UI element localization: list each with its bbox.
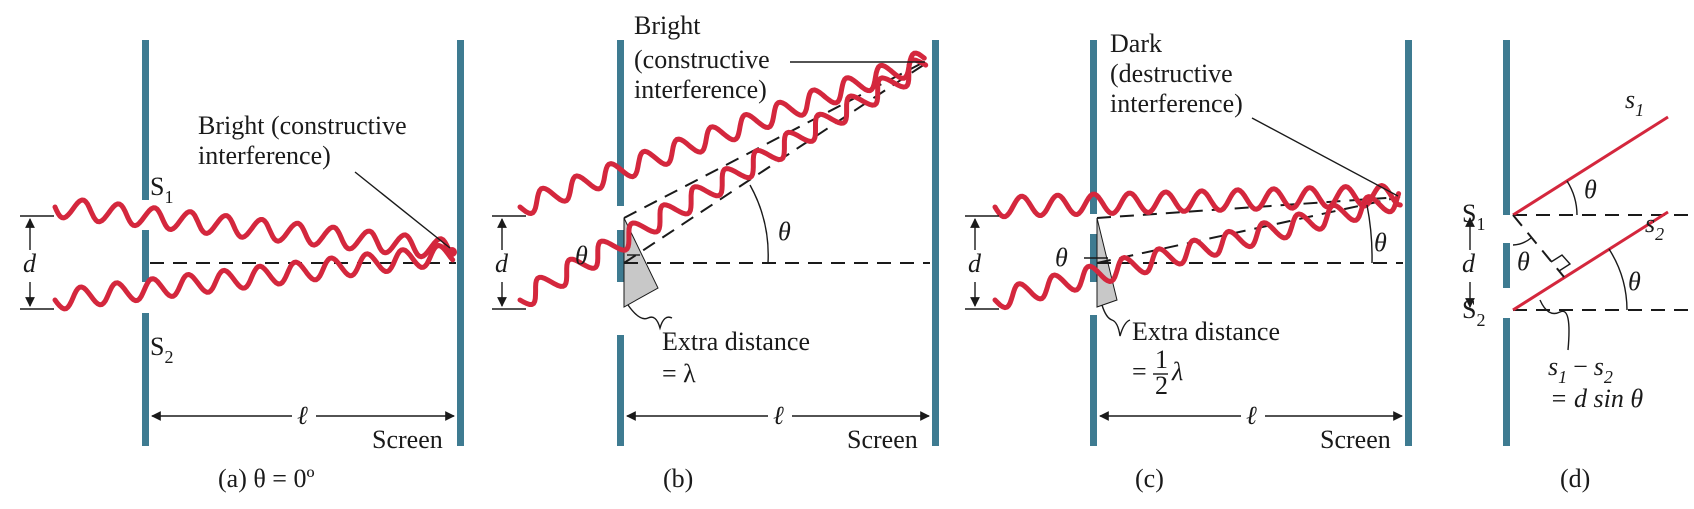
wave-upper bbox=[517, 50, 927, 216]
caption-a: (a) θ = 0º bbox=[218, 464, 315, 493]
panel-c: d θ θ Dark (destructive interference) Ex… bbox=[965, 29, 1412, 493]
difference-leader bbox=[1539, 299, 1570, 351]
angle-label-slit: θ bbox=[1055, 243, 1068, 272]
screen-wall bbox=[1405, 40, 1412, 446]
barrier-upper bbox=[1503, 40, 1510, 215]
extra-distance-line-1: Extra distance bbox=[662, 327, 810, 356]
annotation-line-3: interference) bbox=[1110, 89, 1243, 118]
barrier-upper bbox=[142, 40, 149, 200]
annotation-line-2: (constructive bbox=[634, 45, 770, 74]
angle-arc-slit bbox=[1512, 237, 1532, 246]
spacing-label: d bbox=[495, 249, 509, 278]
screen-label: Screen bbox=[1320, 425, 1391, 454]
angle-arc-bottom bbox=[1608, 248, 1628, 311]
panel-b: d θ θ Bright (constructive interference)… bbox=[492, 11, 939, 493]
s1-label: s1 bbox=[1625, 85, 1644, 120]
perpendicular bbox=[1512, 214, 1565, 278]
spacing-label: d bbox=[968, 249, 982, 278]
annotation-line-3: interference) bbox=[634, 75, 767, 104]
difference-line-1: s1−s2 bbox=[1548, 352, 1613, 387]
extra-distance-brace bbox=[1101, 304, 1131, 337]
annotation-line-1: Bright (constructive bbox=[198, 111, 407, 140]
distance-label: ℓ bbox=[297, 401, 308, 430]
screen-label: Screen bbox=[847, 425, 918, 454]
distance-label: ℓ bbox=[1246, 401, 1257, 430]
angle-label-slit: θ bbox=[1517, 247, 1530, 276]
wave-lower bbox=[517, 57, 929, 307]
annotation-leader bbox=[1251, 117, 1399, 197]
angle-arc-screen bbox=[1366, 204, 1373, 264]
angle-label-screen: θ bbox=[778, 217, 791, 246]
s2-label: s2 bbox=[1645, 209, 1664, 244]
fraction-denominator: 2 bbox=[1155, 371, 1168, 400]
barrier-middle bbox=[617, 230, 624, 282]
panel-a: d S1 S2 Bright (constructive interferenc… bbox=[20, 40, 464, 493]
extra-distance-line-1: Extra distance bbox=[1132, 317, 1280, 346]
ray-s2 bbox=[1512, 210, 1669, 312]
ray-s1 bbox=[1512, 115, 1669, 217]
caption-d: (d) bbox=[1560, 464, 1590, 493]
barrier-upper bbox=[617, 40, 624, 206]
annotation-leader bbox=[354, 171, 451, 249]
slit-2-label: S2 bbox=[1462, 295, 1485, 330]
barrier-middle bbox=[142, 230, 149, 282]
lambda-symbol: λ bbox=[1171, 357, 1183, 386]
angle-label-slit: θ bbox=[575, 241, 588, 270]
screen-wall bbox=[932, 40, 939, 446]
annotation-line-2: interference) bbox=[198, 141, 331, 170]
angle-label-top: θ bbox=[1584, 175, 1597, 204]
screen-wall bbox=[457, 40, 464, 446]
barrier-upper bbox=[1090, 40, 1097, 214]
slit-2-label: S2 bbox=[150, 332, 173, 367]
angle-label-bottom: θ bbox=[1628, 267, 1641, 296]
barrier-lower bbox=[1090, 315, 1097, 446]
barrier-middle bbox=[1503, 243, 1510, 288]
slit-1-label: S1 bbox=[1462, 199, 1485, 234]
angle-label-screen: θ bbox=[1374, 228, 1387, 257]
wave-upper bbox=[52, 197, 454, 260]
panel-d: s1 s2 S1 S2 d θ θ θ s1−s2 = d sin θ (d) bbox=[1461, 40, 1694, 493]
slit-1-label: S1 bbox=[150, 172, 173, 207]
barrier-lower bbox=[142, 313, 149, 446]
caption-c: (c) bbox=[1135, 464, 1164, 493]
wave-lower bbox=[992, 191, 1402, 311]
annotation-line-2: (destructive bbox=[1110, 59, 1233, 88]
extra-distance-brace bbox=[627, 304, 673, 331]
barrier-lower bbox=[1503, 318, 1510, 446]
extra-distance-line-2: = λ bbox=[662, 359, 696, 388]
angle-arc-top bbox=[1566, 180, 1578, 216]
ray-center bbox=[1096, 196, 1401, 264]
fraction-numerator: 1 bbox=[1155, 345, 1168, 374]
wave-lower bbox=[52, 243, 456, 312]
screen-label: Screen bbox=[372, 425, 443, 454]
difference-line-2: = d sin θ bbox=[1550, 384, 1643, 413]
angle-arc-screen bbox=[749, 184, 769, 264]
extra-distance-equals: = bbox=[1132, 357, 1147, 386]
barrier-lower bbox=[617, 335, 624, 446]
right-angle-mark bbox=[1550, 254, 1572, 272]
spacing-label: d bbox=[1462, 249, 1476, 278]
annotation-line-1: Bright bbox=[634, 11, 701, 40]
bright-spot bbox=[447, 247, 457, 257]
annotation-line-1: Dark bbox=[1110, 29, 1162, 58]
caption-b: (b) bbox=[663, 464, 693, 493]
spacing-label: d bbox=[23, 249, 37, 278]
distance-label: ℓ bbox=[773, 401, 784, 430]
